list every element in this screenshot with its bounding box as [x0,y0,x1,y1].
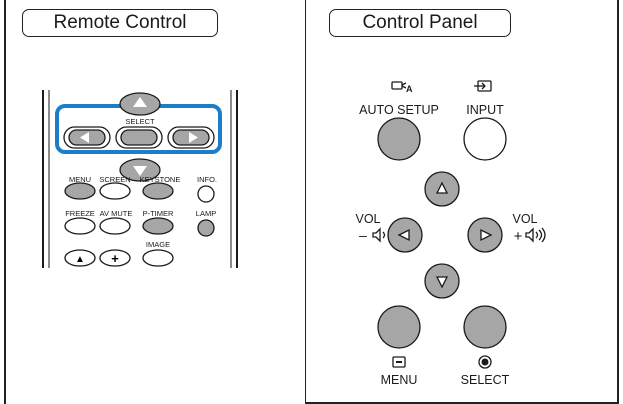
vol-minus-label: VOL [355,212,380,226]
select-icon [478,355,492,369]
remote-plus-button[interactable] [99,249,131,267]
panel-right-button[interactable] [467,217,503,253]
remote-info-button[interactable] [197,185,215,203]
panel-menu-button[interactable] [377,305,421,349]
remote-image-button[interactable] [142,249,174,267]
right-border [617,0,619,404]
panel-menu-label: MENU [381,373,418,387]
remote-p-timer-label: P-TIMER [143,209,174,218]
remote-menu-button[interactable] [64,182,96,200]
remote-right-button[interactable] [167,126,215,149]
auto-setup-label: AUTO SETUP [359,103,439,117]
volume-down-icon [372,227,386,243]
auto-setup-button[interactable] [377,117,421,161]
remote-menu-label: MENU [69,175,91,184]
bottom-border [305,402,619,404]
remote-triangle-button[interactable] [64,249,96,267]
divider-line [305,0,306,404]
remote-screen-label: SCREEN [99,175,130,184]
remote-lamp-label: LAMP [196,209,216,218]
volume-up-icon [525,227,546,243]
remote-freeze-button[interactable] [64,217,96,235]
remote-image-label: IMAGE [146,240,170,249]
input-button[interactable] [463,117,507,161]
input-label: INPUT [466,103,504,117]
remote-down-button[interactable] [119,158,161,182]
remote-keystone-button[interactable] [142,182,174,200]
control-panel-heading: Control Panel [329,9,511,37]
remote-info-label: INFO. [197,175,217,184]
remote-select-button[interactable] [115,126,163,149]
remote-p-timer-button[interactable] [142,217,174,235]
remote-up-button[interactable] [119,92,161,116]
panel-select-label: SELECT [461,373,510,387]
panel-select-button[interactable] [463,305,507,349]
control-panel [372,80,546,369]
panel-left-button[interactable] [387,217,423,253]
panel-down-button[interactable] [424,263,460,299]
auto-setup-a-mark: A [406,84,413,94]
remote-av-mute-button[interactable] [99,217,131,235]
panel-up-button[interactable] [424,171,460,207]
remote-triangle-symbol: ▲ [75,254,85,265]
remote-keystone-label: KEYSTONE [140,175,181,184]
remote-freeze-label: FREEZE [65,209,95,218]
vol-plus-label: VOL [512,212,537,226]
vol-plus-sign: + [514,228,523,245]
remote-av-mute-label: AV MUTE [100,209,133,218]
remote-plus-symbol: + [111,251,119,266]
remote-control-heading: Remote Control [22,9,218,37]
remote-lamp-button[interactable] [197,219,215,237]
remote-screen-button[interactable] [99,182,131,200]
menu-icon [392,356,406,368]
auto-setup-icon [391,81,407,90]
left-border [4,0,6,404]
remote-left-button[interactable] [63,126,111,149]
remote-control [42,90,238,268]
vol-minus-sign: – [359,227,367,243]
input-icon [474,80,492,92]
remote-select-label: SELECT [125,117,155,126]
